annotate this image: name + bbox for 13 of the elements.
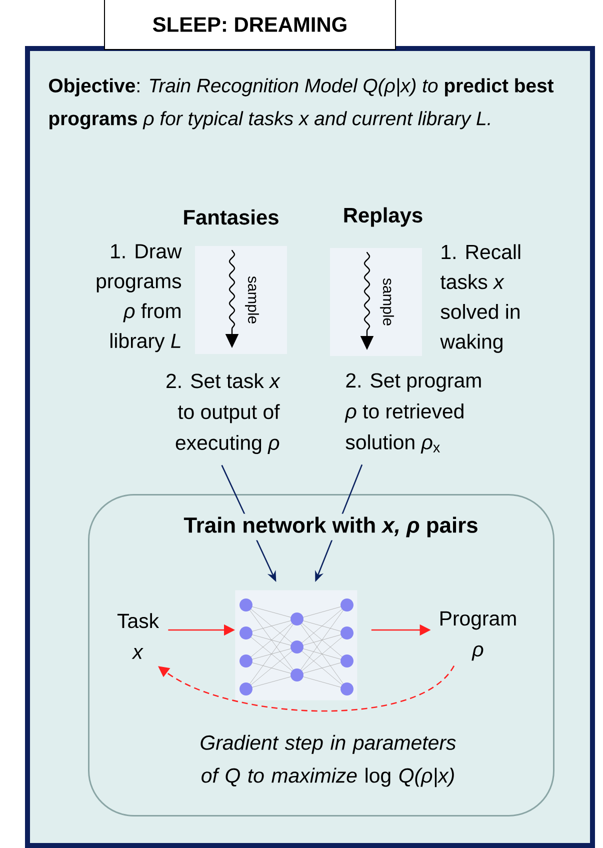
column-heading: Replays: [344, 207, 422, 227]
sample-arrow-drawing: sample: [330, 248, 422, 356]
step-text: 1. Draw programs ρ from library L: [96, 244, 182, 352]
step-text: 1. Recall tasks x solved in waking: [440, 244, 520, 353]
step-text: Program ρ: [440, 611, 516, 661]
diagram-title: SLEEP: DREAMING: [152, 17, 346, 32]
neural-network-drawing: [235, 590, 358, 700]
sample-arrow-drawing: sample: [195, 246, 287, 354]
step-text: 2. Set program ρ to retrieved solution ρ$_{x}$: [344, 373, 481, 454]
step-text: Task x: [117, 613, 160, 659]
column-heading: Fantasies: [184, 209, 278, 225]
step-text: 2. Set task x to output of executing ρ: [166, 373, 280, 454]
box-heading: Train network with x, ρ pairs: [180, 514, 482, 540]
